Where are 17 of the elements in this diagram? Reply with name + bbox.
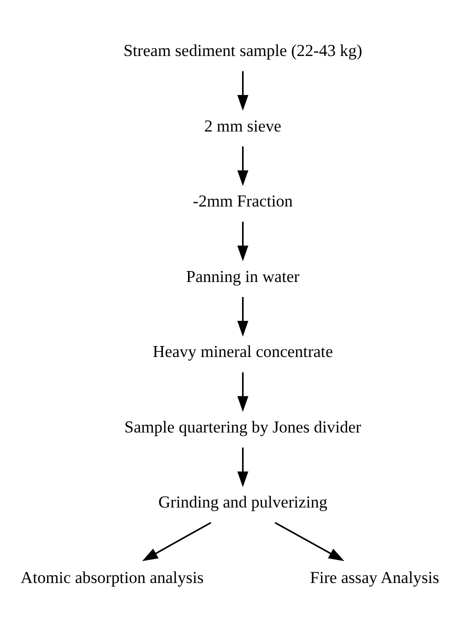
node-text: Fire assay Analysis bbox=[310, 568, 440, 587]
node-text: Grinding and pulverizing bbox=[158, 492, 328, 512]
arrow bbox=[237, 297, 248, 337]
node-text: Panning in water bbox=[186, 266, 300, 286]
arrow bbox=[142, 522, 212, 562]
node-text: Atomic absorption analysis bbox=[20, 568, 204, 587]
node-text: Heavy mineral concentrate bbox=[152, 342, 333, 362]
arrow bbox=[274, 522, 344, 562]
node-text: Sample quartering by Jones divider bbox=[124, 417, 362, 436]
arrow bbox=[237, 71, 248, 111]
arrow bbox=[237, 372, 248, 412]
arrow bbox=[237, 448, 248, 488]
node-text: 2 mm sieve bbox=[204, 116, 282, 136]
arrow bbox=[237, 222, 248, 262]
node-text: -2mm Fraction bbox=[192, 192, 293, 211]
arrow bbox=[237, 146, 248, 186]
node-text: Stream sediment sample (22-43 kg) bbox=[124, 40, 362, 60]
